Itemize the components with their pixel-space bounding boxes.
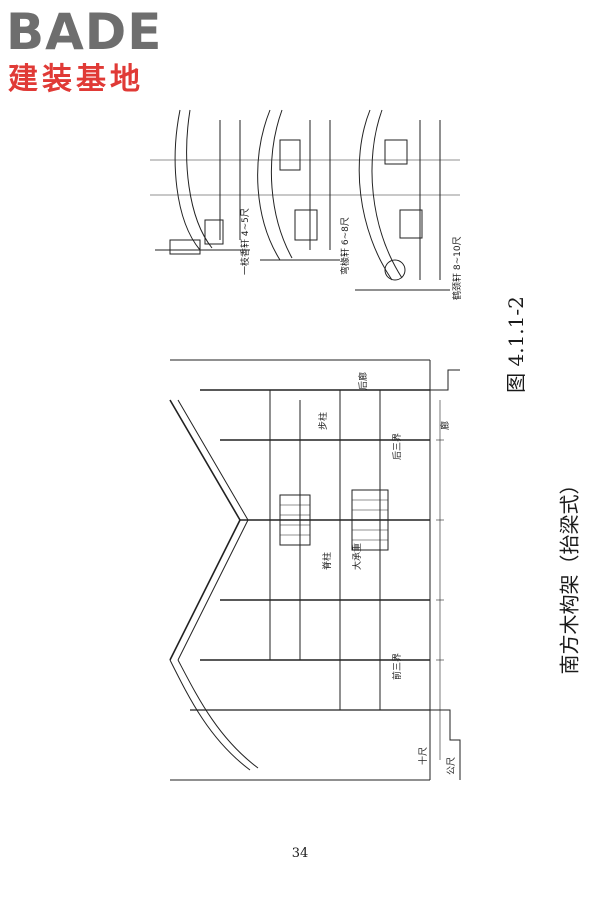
main-label-2: 后廊	[357, 372, 369, 390]
main-section	[169, 359, 461, 781]
main-label-5: 前三界	[391, 653, 403, 680]
main-label-1: 廊	[439, 421, 451, 430]
detail-group	[150, 109, 460, 291]
main-label-4: 脊柱	[321, 552, 333, 570]
detail-3-label: 鹤颈轩 8~10尺	[451, 236, 463, 300]
main-label-3: 步柱	[317, 412, 329, 430]
drawing-svg: 一枝香轩 4~5尺 弯椽轩 6~8尺 鹤颈轩 8~10尺 廊 后廊 步柱 脊柱 …	[150, 109, 463, 781]
main-label-6: 后三界	[392, 433, 403, 460]
detail-2-label: 弯椽轩 6~8尺	[339, 217, 351, 275]
wood-frame-drawing: 一枝香轩 4~5尺 弯椽轩 6~8尺 鹤颈轩 8~10尺 廊 后廊 步柱 脊柱 …	[130, 100, 510, 790]
main-label-7: 大承重	[351, 543, 363, 570]
detail-1-label: 一枝香轩 4~5尺	[239, 208, 251, 275]
main-label-9: 公尺	[446, 757, 457, 775]
figure-number: 图 4.1.1-2	[503, 296, 528, 393]
page-number: 34	[291, 846, 309, 861]
main-label-8: 十尺	[417, 747, 429, 765]
figure-caption: 南方木构架（抬梁式）	[557, 474, 582, 675]
logo-subtitle: 建装基地	[8, 62, 144, 97]
logo: BADE 建装基地	[6, 6, 178, 102]
logo-brand: BADE	[6, 3, 163, 61]
